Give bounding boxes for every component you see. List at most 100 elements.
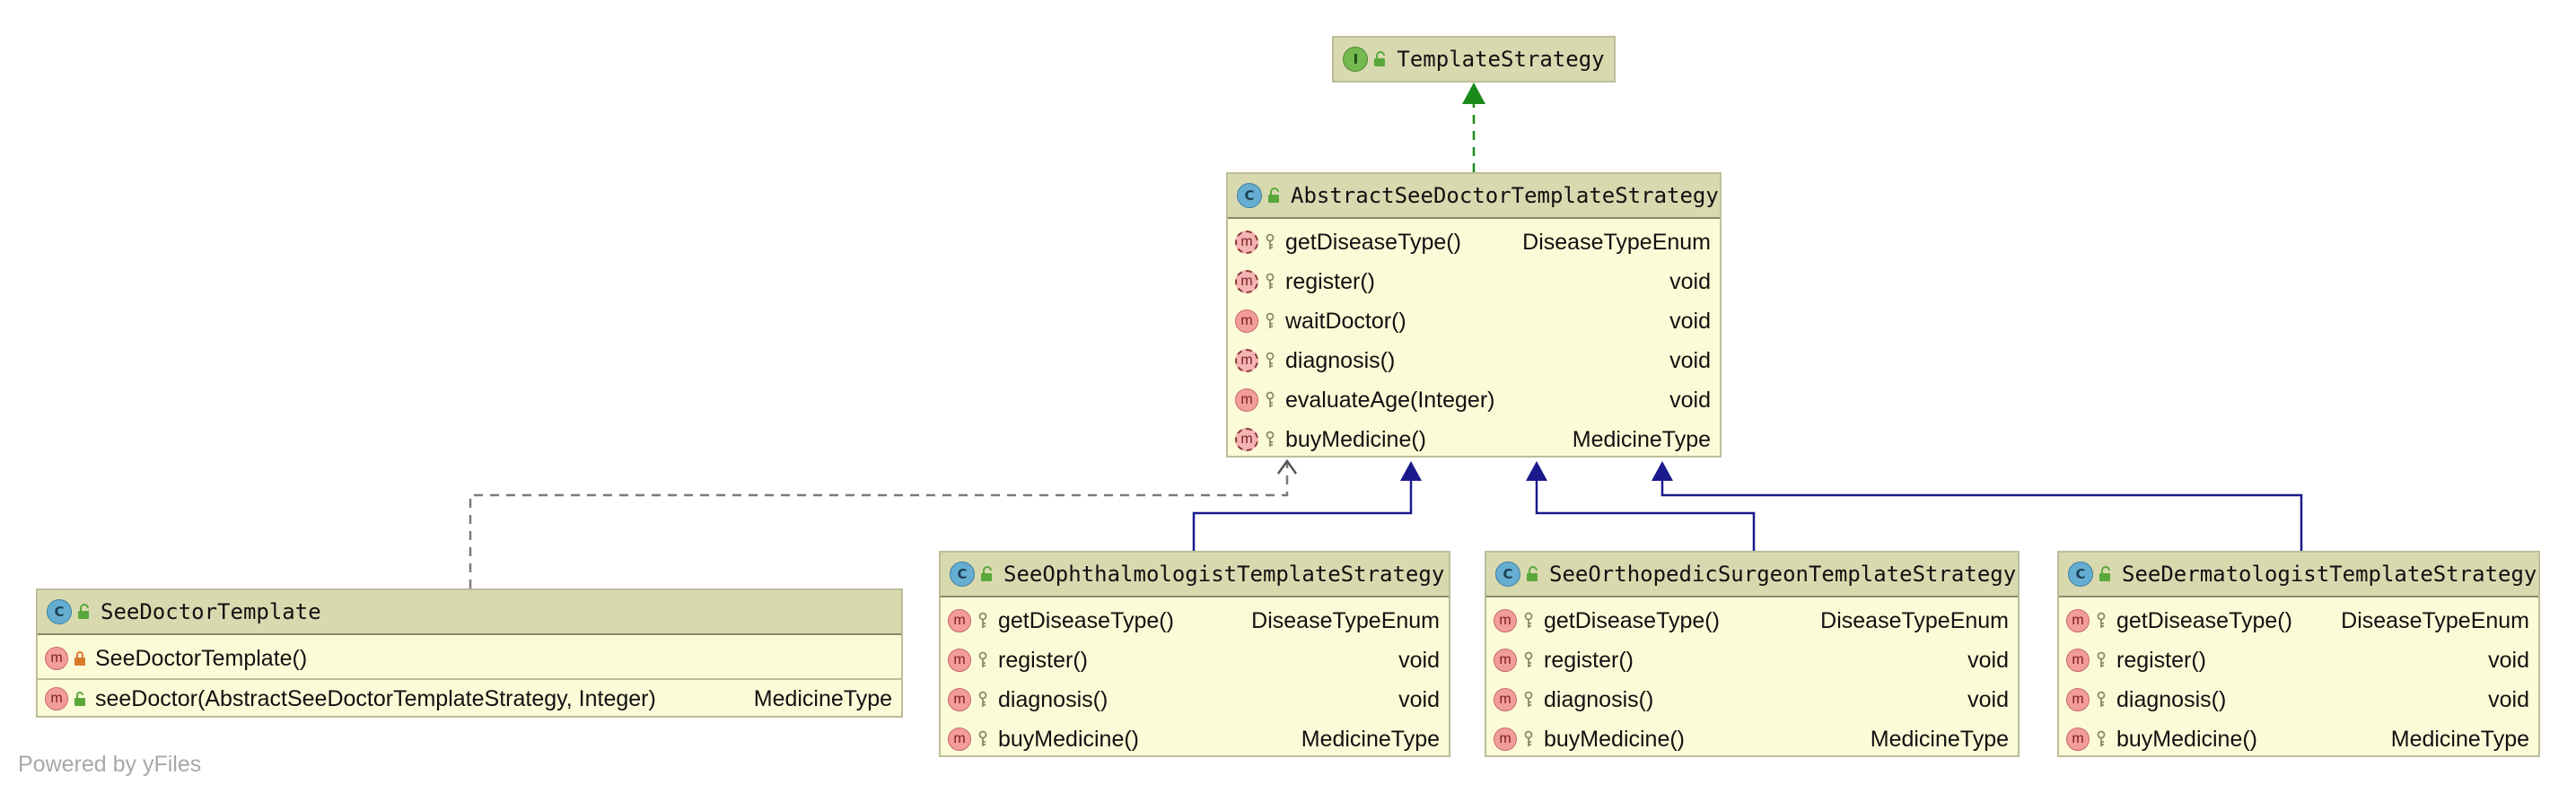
member-list: m getDiseaseType() DiseaseTypeEnum m registe…	[941, 597, 1449, 759]
package-visibility-icon	[1524, 612, 1533, 628]
method-icon: m	[2066, 649, 2090, 672]
method-icon: m	[948, 688, 971, 711]
class-icon: C	[950, 562, 975, 587]
package-visibility-icon	[2097, 691, 2106, 707]
class-see-doctor-template[interactable]: C SeeDoctorTemplate m SeeDoctorTemplate() m s…	[36, 588, 903, 718]
package-visibility-icon	[1266, 431, 1275, 447]
method-name: seeDoctor(AbstractSeeDoctorTemplateStrat…	[95, 685, 656, 711]
node-header: C AbstractSeeDoctorTemplateStrategy	[1228, 174, 1720, 219]
method-icon: m	[1235, 231, 1258, 254]
private-visibility-icon	[74, 651, 85, 666]
package-visibility-icon	[2097, 730, 2106, 746]
interface-icon: I	[1343, 47, 1369, 72]
extends-edge-ophthalmologist[interactable]	[1192, 475, 1413, 551]
public-visibility-icon	[981, 566, 992, 581]
method-name: getDiseaseType()	[2116, 607, 2292, 633]
node-title: SeeDoctorTemplate	[101, 599, 321, 624]
public-visibility-icon	[1268, 187, 1279, 203]
method-name: register()	[1285, 268, 1376, 294]
method-icon: m	[948, 728, 971, 751]
method-icon: m	[1494, 649, 1517, 672]
method-return-type: DiseaseTypeEnum	[1251, 607, 1440, 633]
package-visibility-icon	[2097, 651, 2106, 667]
method-name: evaluateAge(Integer)	[1285, 387, 1495, 413]
public-visibility-icon	[2099, 566, 2110, 581]
dependency-arrowhead	[1276, 458, 1298, 475]
class-icon: C	[2068, 562, 2093, 587]
method-icon: m	[2066, 688, 2090, 711]
class-icon: C	[47, 599, 72, 624]
class-icon: C	[1237, 183, 1262, 208]
method-row[interactable]: m getDiseaseType() DiseaseTypeEnum	[1486, 601, 2018, 640]
method-row[interactable]: m SeeDoctorTemplate()	[38, 639, 901, 678]
package-visibility-icon	[1266, 312, 1275, 328]
method-return-type: MedicineType	[1301, 726, 1440, 752]
method-name: diagnosis()	[998, 686, 1108, 712]
method-row[interactable]: m seeDoctor(AbstractSeeDoctorTemplateStra…	[38, 678, 901, 718]
method-icon: m	[1494, 609, 1517, 632]
member-list: m getDiseaseType() DiseaseTypeEnum m registe…	[1486, 597, 2018, 759]
method-name: register()	[998, 647, 1089, 673]
interface-template-strategy[interactable]: I TemplateStrategy	[1332, 36, 1616, 83]
method-row[interactable]: m getDiseaseType() DiseaseTypeEnum	[2059, 601, 2538, 640]
method-name: diagnosis()	[2116, 686, 2227, 712]
node-title: AbstractSeeDoctorTemplateStrategy	[1291, 183, 1719, 208]
package-visibility-icon	[978, 612, 987, 628]
method-name: getDiseaseType()	[1544, 607, 1720, 633]
public-visibility-icon	[1527, 566, 1538, 581]
method-name: getDiseaseType()	[998, 607, 1174, 633]
method-icon: m	[45, 687, 68, 710]
method-return-type: void	[1967, 647, 2009, 673]
package-visibility-icon	[1266, 391, 1275, 407]
method-icon: m	[1494, 688, 1517, 711]
dependency-edge[interactable]	[469, 463, 1289, 588]
method-return-type: void	[1967, 686, 2009, 712]
package-visibility-icon	[1524, 651, 1533, 667]
method-return-type: void	[1669, 268, 1711, 294]
method-name: register()	[2116, 647, 2207, 673]
method-return-type: MedicineType	[2390, 726, 2529, 752]
method-return-type: DiseaseTypeEnum	[2341, 607, 2529, 633]
package-visibility-icon	[978, 691, 987, 707]
method-return-type: DiseaseTypeEnum	[1820, 607, 2009, 633]
extends-edge-orthopedic[interactable]	[1535, 475, 1756, 551]
method-icon: m	[948, 649, 971, 672]
method-name: register()	[1544, 647, 1634, 673]
method-icon: m	[1235, 428, 1258, 451]
method-icon: m	[1235, 388, 1258, 412]
class-see-dermatologist-template-strategy[interactable]: C SeeDermatologistTemplateStrategy m getDis…	[2057, 551, 2540, 757]
member-list: m SeeDoctorTemplate() m seeDoctor(AbstractS…	[38, 635, 901, 718]
method-name: SeeDoctorTemplate()	[95, 645, 308, 671]
method-name: buyMedicine()	[1544, 726, 1686, 752]
class-see-ophthalmologist-template-strategy[interactable]: C SeeOphthalmologistTemplateStrategy m getD…	[939, 551, 1450, 757]
node-title: SeeOrthopedicSurgeonTemplateStrategy	[1549, 562, 2017, 587]
extends-arrowhead-dermatologist	[1652, 461, 1673, 481]
method-icon: m	[45, 647, 68, 670]
method-row[interactable]: m register() void	[1486, 640, 2018, 680]
node-header: C SeeDoctorTemplate	[38, 590, 901, 635]
node-title: SeeOphthalmologistTemplateStrategy	[1003, 562, 1445, 587]
node-title: SeeDermatologistTemplateStrategy	[2122, 562, 2537, 587]
package-visibility-icon	[1266, 233, 1275, 249]
method-icon: m	[2066, 609, 2090, 632]
extends-edge-dermatologist[interactable]	[1660, 475, 2303, 551]
